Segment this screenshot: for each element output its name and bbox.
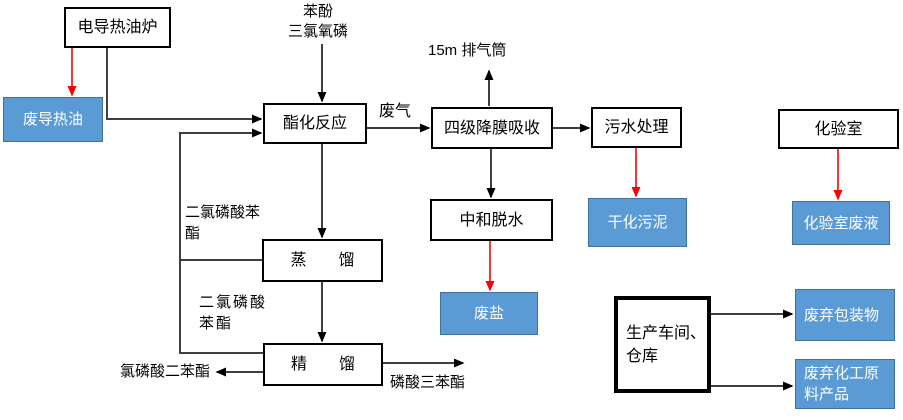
label-product-right: 磷酸三苯酯 (390, 374, 466, 391)
label-recycle-top: 二氯磷酸苯 酯 (185, 204, 261, 242)
node-laboratory: 化验室 (778, 109, 899, 149)
node-distillation: 蒸 馏 (262, 239, 383, 282)
node-workshop: 生产车间、 仓库 (614, 296, 711, 393)
node-waste-heat-oil: 废导热油 (3, 97, 103, 142)
arrow-furnace-to-esterification (106, 48, 263, 124)
node-furnace: 电导热油炉 (64, 7, 171, 48)
node-dried-sludge: 干化污泥 (588, 198, 687, 247)
node-waste-chemical-products: 废弃化工原 料产品 (795, 359, 895, 409)
node-rectification: 精 馏 (263, 343, 383, 386)
node-waste-salt: 废盐 (440, 292, 538, 335)
arrow-recycle-to-esterification (179, 128, 263, 354)
node-sewage-treatment: 污水处理 (591, 107, 682, 148)
node-waste-packaging: 废弃包装物 (795, 289, 895, 341)
label-exhaust-stack: 15m 排气筒 (428, 42, 507, 59)
node-absorption: 四级降膜吸收 (431, 107, 553, 149)
label-feed-materials: 苯酚 三氯氧磷 (287, 3, 348, 40)
node-lab-waste-liquid: 化验室废液 (792, 201, 890, 245)
label-waste-gas: 废气 (379, 103, 412, 120)
node-esterification: 酯化反应 (263, 103, 367, 144)
node-neutralization: 中和脱水 (430, 199, 553, 241)
label-recycle-bottom: 二氯磷酸 苯酯 (199, 294, 268, 332)
label-product-left: 氯磷酸二苯酯 (120, 363, 211, 380)
